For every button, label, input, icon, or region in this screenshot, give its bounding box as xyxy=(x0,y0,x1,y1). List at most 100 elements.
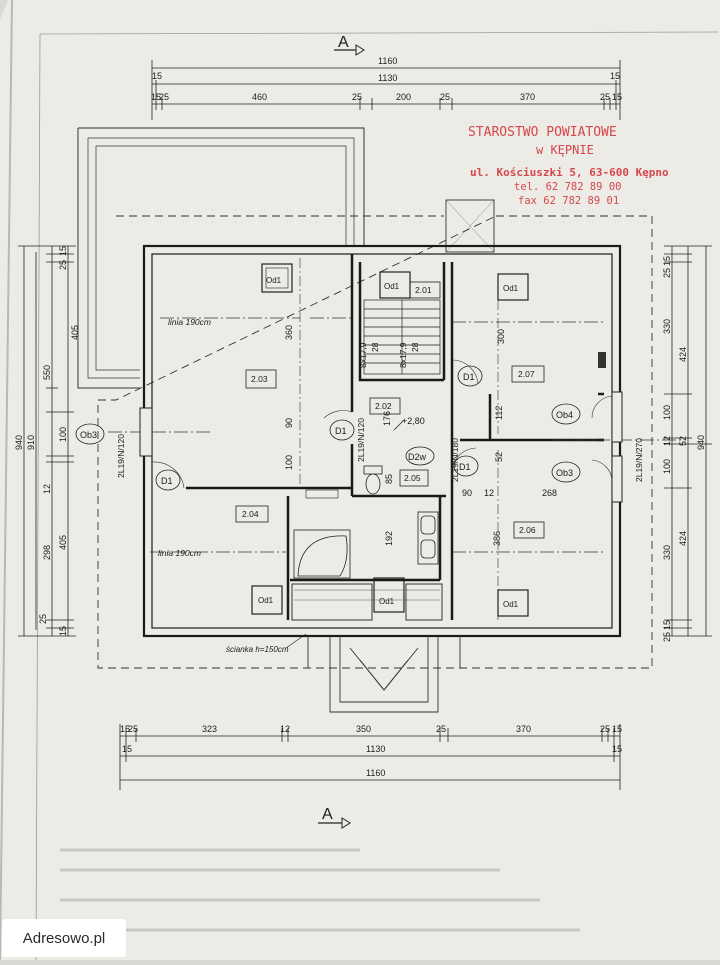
room-203-label: 2.03 xyxy=(251,374,268,384)
top-seg-6: 370 xyxy=(520,92,535,102)
partition-leader xyxy=(285,633,307,649)
ob3-label-right: Ob3 xyxy=(556,468,573,478)
chimney-cross xyxy=(445,199,495,253)
bottom-seg-0: 15 xyxy=(120,724,130,734)
right-dim-15-top: 15 xyxy=(662,256,672,266)
dim-386: 386 xyxy=(492,531,502,546)
bottom-inner-dim: 1130 xyxy=(366,744,385,754)
dim-176: 176 xyxy=(382,411,392,426)
dim-52: 52 xyxy=(494,452,504,462)
top-seg-2: 460 xyxy=(252,92,267,102)
bathtub xyxy=(293,529,351,579)
dim-360: 360 xyxy=(284,325,294,340)
top-inner-dim: 1130 xyxy=(378,73,397,83)
bottom-dimension-chain xyxy=(119,724,621,790)
stamp-line-3: ul. Kościuszki 5, 63-600 Kępno xyxy=(470,166,669,179)
od1-label-203: Od1 xyxy=(266,276,282,285)
staircase xyxy=(363,299,441,375)
section-marker-top: A xyxy=(334,34,365,56)
site-watermark: Adresowo.pl xyxy=(2,919,126,957)
door-tag-180: 2L19/N/180 xyxy=(450,438,460,482)
section-label-bottom: A xyxy=(322,806,333,823)
ob4-swing xyxy=(591,395,613,419)
ob3-left-tag xyxy=(75,423,105,445)
level-mark: +2,80 xyxy=(402,416,425,426)
top-seg-3: 25 xyxy=(352,92,362,102)
ceiling-note-top: linia 190cm xyxy=(168,317,211,327)
door-tag-center: 2L19/N/120 xyxy=(356,418,366,462)
ob4-label: Ob4 xyxy=(556,410,573,420)
room-201-box xyxy=(409,281,441,299)
frame-left xyxy=(35,33,41,961)
door-d1-204 xyxy=(151,461,185,491)
top-overall-dim: 1160 xyxy=(378,56,397,66)
stamp-line-4: tel. 62 782 89 00 xyxy=(514,181,621,193)
skylight-od1-203 xyxy=(261,263,293,293)
room-204-box xyxy=(235,505,269,523)
stairs-label-right: 8x17,9 xyxy=(398,342,408,368)
double-sink xyxy=(417,511,439,565)
room-202-label: 2.02 xyxy=(375,401,392,411)
left-dim-15-top: 15 xyxy=(58,246,68,256)
faded-notes xyxy=(60,848,580,932)
od1-label-206: Od1 xyxy=(503,600,519,609)
room-207-label: 2.07 xyxy=(518,369,535,379)
skylight-od1-206 xyxy=(497,589,529,617)
bottom-seg-5: 25 xyxy=(436,724,446,734)
section-label-top: A xyxy=(338,34,349,51)
door-d1-203 xyxy=(323,410,355,441)
washer xyxy=(305,489,339,499)
left-dim-25-bottom: 25 xyxy=(38,614,48,624)
d2w-label: D2w xyxy=(408,452,427,462)
knee-wall-storage-2 xyxy=(405,583,443,621)
level-arrow xyxy=(393,419,405,431)
porch-outline xyxy=(307,636,461,713)
chimney xyxy=(445,199,495,253)
room-202-box xyxy=(369,397,401,415)
bottom-wall-dim-right: 15 xyxy=(612,744,622,754)
left-overall-dim: 940 xyxy=(14,435,24,450)
ob3-label-left: Ob3 xyxy=(80,430,97,440)
bottom-seg-3: 12 xyxy=(280,724,290,734)
right-dim-25-bottom: 25 xyxy=(662,632,672,642)
od1-label-204: Od1 xyxy=(258,596,274,605)
toilet xyxy=(363,465,383,495)
right-dim-330-top: 330 xyxy=(662,319,672,334)
room-206-box xyxy=(513,521,545,539)
stairs-tread-right: 28 xyxy=(410,342,420,352)
bottom-seg-1: 25 xyxy=(128,724,138,734)
roof-outline xyxy=(97,215,653,669)
top-wall-dim-right: 15 xyxy=(610,71,620,81)
knee-wall-lines xyxy=(294,589,440,601)
left-dim-12: 12 xyxy=(42,484,52,494)
bottom-overall-dim: 1160 xyxy=(366,768,385,778)
stamp-line-2: w KĘPNIE xyxy=(536,143,594,157)
top-seg-8: 15 xyxy=(612,92,622,102)
door-d2w xyxy=(405,446,435,466)
right-dim-52: 52 xyxy=(678,436,688,446)
skylight-od1-207 xyxy=(497,273,529,301)
bottom-seg-7: 25 xyxy=(600,724,610,734)
left-dim-405-bottom: 405 xyxy=(58,535,68,550)
top-wall-dim-left: 15 xyxy=(152,71,162,81)
stamp-line-1: STAROSTWO POWIATOWE xyxy=(468,125,617,140)
ob3-right-swing xyxy=(591,459,613,481)
top-seg-1: 25 xyxy=(159,92,169,102)
bottom-wall-dim-left: 15 xyxy=(122,744,132,754)
left-dim-405-top: 405 xyxy=(70,325,80,340)
dim-112: 112 xyxy=(494,406,504,420)
stairs-label-left: 8x17,9 xyxy=(358,342,368,368)
bottom-seg-4: 350 xyxy=(356,724,371,734)
window-ob3-left xyxy=(139,407,153,457)
room-207-box xyxy=(511,365,545,383)
ceiling-note-bottom: linia 190cm xyxy=(158,548,201,558)
dim-90-206: 90 xyxy=(462,488,472,498)
bottom-seg-6: 370 xyxy=(516,724,531,734)
od1-label-205: Od1 xyxy=(379,597,395,606)
right-dimension-chain xyxy=(664,245,712,637)
door-d1-206 xyxy=(451,447,479,481)
window-ob3-right xyxy=(611,455,623,503)
top-seg-7: 25 xyxy=(600,92,610,102)
